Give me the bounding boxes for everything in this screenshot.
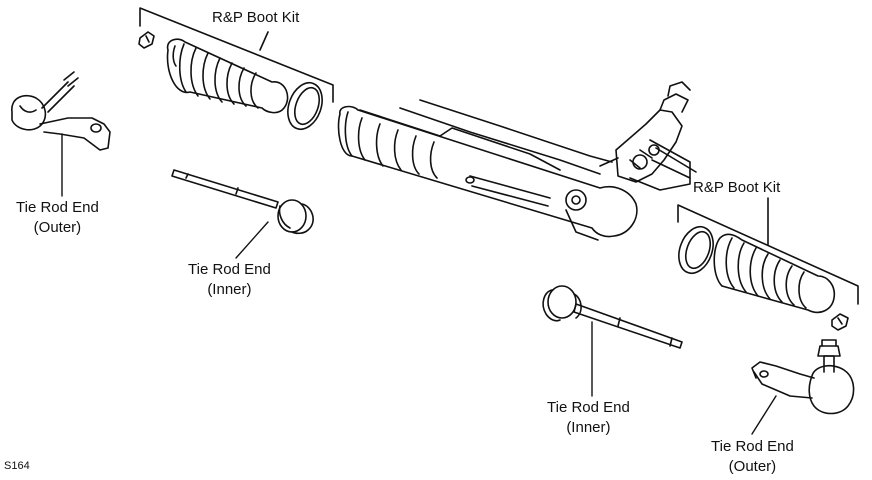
bellows-boot-right — [713, 233, 836, 314]
label-boot-kit-left: R&P Boot Kit — [212, 9, 300, 26]
tie-rod-end-outer-left — [11, 71, 111, 151]
figure-id: S164 — [4, 460, 30, 472]
clamp-ring-right — [678, 225, 714, 275]
label-tie-rod-outer-left: Tie Rod End (Outer) — [16, 199, 99, 236]
rack-and-pinion-housing — [337, 81, 697, 241]
boot-clip-left-small — [138, 31, 155, 49]
tie-rod-end-inner-right — [542, 285, 683, 349]
tie-rod-end-outer-right — [751, 339, 855, 415]
clamp-ring-left — [287, 81, 323, 131]
label-tie-rod-inner-right: Tie Rod End (Inner) — [547, 399, 630, 436]
bellows-boot-left — [166, 38, 289, 114]
boot-clip-right-small — [831, 313, 849, 331]
leader-lines — [61, 133, 777, 435]
label-boot-kit-right: R&P Boot Kit — [693, 179, 781, 196]
label-tie-rod-inner-left: Tie Rod End (Inner) — [188, 261, 271, 298]
label-tie-rod-outer-right: Tie Rod End (Outer) — [711, 438, 794, 475]
tie-rod-end-inner-left — [171, 169, 314, 235]
boot-kit-right-bracket — [677, 197, 859, 305]
boot-kit-left-bracket — [139, 7, 334, 103]
